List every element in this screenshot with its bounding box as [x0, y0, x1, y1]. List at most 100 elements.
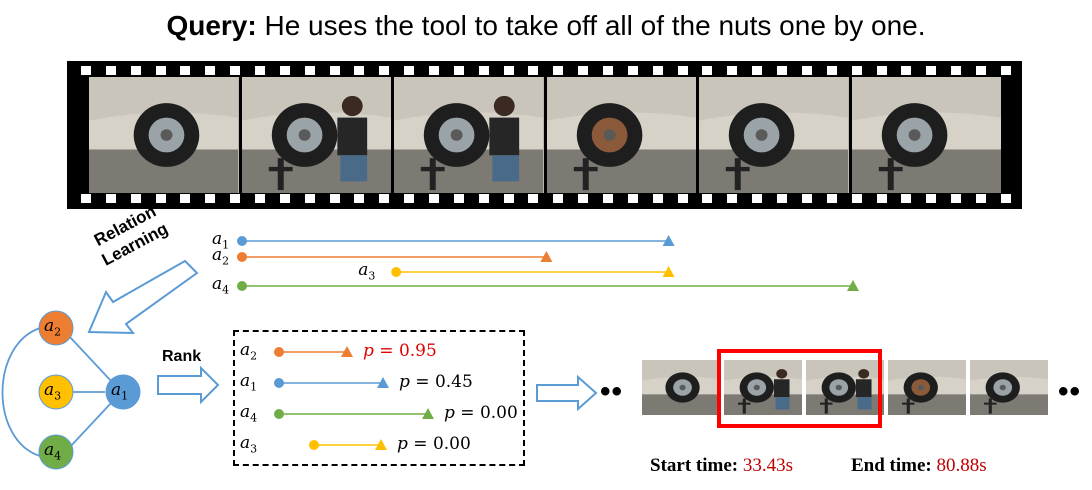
ranked-score-a3: p = 0.00 [397, 434, 471, 454]
ranked-score-a2: p = 0.95 [363, 341, 437, 361]
perforation [603, 66, 614, 75]
result-thumbnail [888, 360, 966, 415]
start-time-label: Start time: [650, 455, 739, 476]
end-time-label: End time: [851, 455, 932, 476]
perforation [652, 66, 663, 75]
edge-a2-a1 [68, 335, 113, 383]
rank-arrow [157, 365, 220, 405]
timeline-end-a3 [662, 266, 675, 277]
perforation [155, 194, 166, 203]
perforation [901, 194, 912, 203]
timeline-end-a2 [540, 251, 553, 262]
video-frame [241, 77, 391, 193]
edge-a2-a4 [1, 327, 41, 457]
selected-segment-box [717, 349, 882, 428]
perforation [503, 66, 514, 75]
perforation [329, 194, 340, 203]
perforation [951, 194, 962, 203]
perforation [752, 66, 763, 75]
ranked-score-a1: p = 0.45 [399, 372, 473, 392]
result-thumbnail [724, 360, 802, 415]
ranked-score-a4: p = 0.00 [444, 403, 518, 423]
perforation [801, 66, 812, 75]
perforation [304, 194, 315, 203]
timeline-label-a3: a3 [358, 260, 376, 283]
perforation [876, 66, 887, 75]
perforation [677, 66, 688, 75]
relation-learning-arrow [87, 259, 199, 335]
perforation [851, 194, 862, 203]
ranked-end-a4 [422, 408, 434, 419]
perforation [180, 66, 191, 75]
video-frame [699, 77, 849, 193]
perforation [727, 194, 738, 203]
rank-box [233, 330, 525, 466]
timeline-label-a1: a1 [212, 229, 230, 252]
result-arrow [536, 374, 598, 412]
graph-node-a3 [38, 374, 74, 410]
perforation [478, 194, 489, 203]
end-time: End time: 80.88s [851, 455, 987, 477]
perforation [304, 66, 315, 75]
perforation [777, 194, 788, 203]
video-frame [89, 77, 239, 193]
ranked-end-a3 [375, 439, 387, 450]
perforation [453, 66, 464, 75]
video-frame [546, 77, 696, 193]
ellipsis-left: •• [600, 375, 624, 408]
ranked-end-a1 [377, 377, 389, 388]
ellipsis-right: •• [1058, 375, 1082, 408]
perforation [279, 194, 290, 203]
graph-node-a1 [105, 374, 141, 410]
perforation [81, 66, 91, 75]
ranked-label-a3: a3 [240, 433, 258, 456]
timeline-start-a3 [391, 267, 402, 277]
start-time: Start time: 33.43s [650, 455, 793, 477]
perforation [801, 194, 812, 203]
perforation [205, 66, 216, 75]
perforation [105, 194, 116, 203]
edge-a4-a1 [68, 401, 113, 449]
perforation [130, 66, 141, 75]
perforation [155, 66, 166, 75]
ranked-start-a1 [274, 378, 284, 388]
result-thumbnail [642, 360, 720, 415]
perforation [205, 194, 216, 203]
perforation [727, 66, 738, 75]
perforation [329, 66, 340, 75]
perforation [478, 66, 489, 75]
video-frame [394, 77, 544, 193]
timeline-end-a4 [847, 280, 859, 291]
query-label: Query: [166, 10, 257, 41]
perforation [279, 66, 290, 75]
result-thumbnail [970, 360, 1048, 415]
perforation [528, 66, 539, 75]
timeline-start-a1 [237, 236, 247, 246]
perforation [379, 66, 390, 75]
perforation [255, 194, 266, 203]
perforation [503, 194, 514, 203]
perforation [627, 66, 638, 75]
perforation [404, 194, 415, 203]
ranked-label-a2: a2 [240, 340, 258, 363]
graph-nodes [38, 310, 141, 470]
result-thumbnail [806, 360, 884, 415]
perforation [553, 194, 564, 203]
perforation [826, 66, 837, 75]
query-caption: Query: He uses the tool to take off all … [0, 10, 1092, 42]
perforation [975, 66, 986, 75]
perforation [826, 194, 837, 203]
perforation [603, 194, 614, 203]
perforation [1000, 194, 1011, 203]
perforation [180, 194, 191, 203]
timeline-end-a1 [662, 235, 675, 246]
ranked-end-a2 [341, 346, 353, 357]
ranked-anchor-lines [274, 346, 434, 450]
timeline-label-a2: a2 [212, 245, 230, 268]
video-frame [851, 77, 1001, 193]
timeline-label-a4: a4 [212, 274, 230, 297]
ranked-label-a4: a4 [240, 402, 258, 425]
perforation [578, 66, 589, 75]
perforation [404, 66, 415, 75]
